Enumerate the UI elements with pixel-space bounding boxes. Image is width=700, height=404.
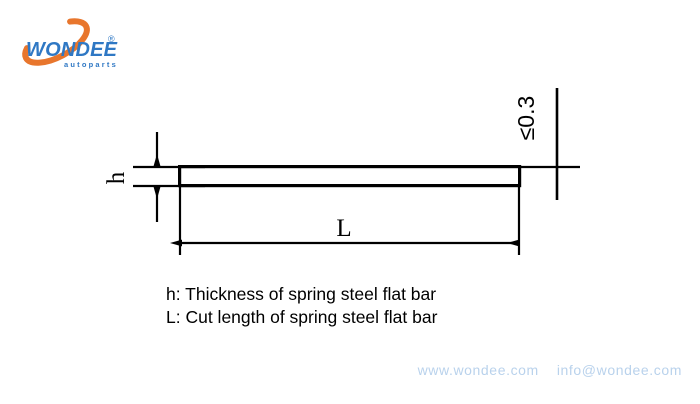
caption-length: L: Cut length of spring steel flat bar <box>166 307 438 327</box>
logo-tagline-text: autoparts <box>64 60 118 69</box>
flat-bar-profile <box>178 165 522 188</box>
length-label: L <box>336 215 351 242</box>
registered-trademark-icon: ® <box>108 34 115 44</box>
logo-brand-text: WONDEE <box>26 39 118 61</box>
swoosh-icon <box>22 18 90 66</box>
thickness-label: h <box>103 171 130 184</box>
logo-graphic: WONDEE ® autoparts <box>22 18 118 69</box>
caption-block: h: Thickness of spring steel flat bar L:… <box>166 283 586 329</box>
footer-email[interactable]: info@wondee.com <box>556 362 682 378</box>
caption-thickness: h: Thickness of spring steel flat bar <box>166 284 437 304</box>
footer-website[interactable]: www.wondee.com <box>417 362 539 378</box>
tolerance-label: ≤0.3 <box>513 96 539 141</box>
footer-contact: www.wondee.com info@wondee.com <box>418 362 682 378</box>
wondee-logo: WONDEE ® autoparts <box>14 12 134 74</box>
